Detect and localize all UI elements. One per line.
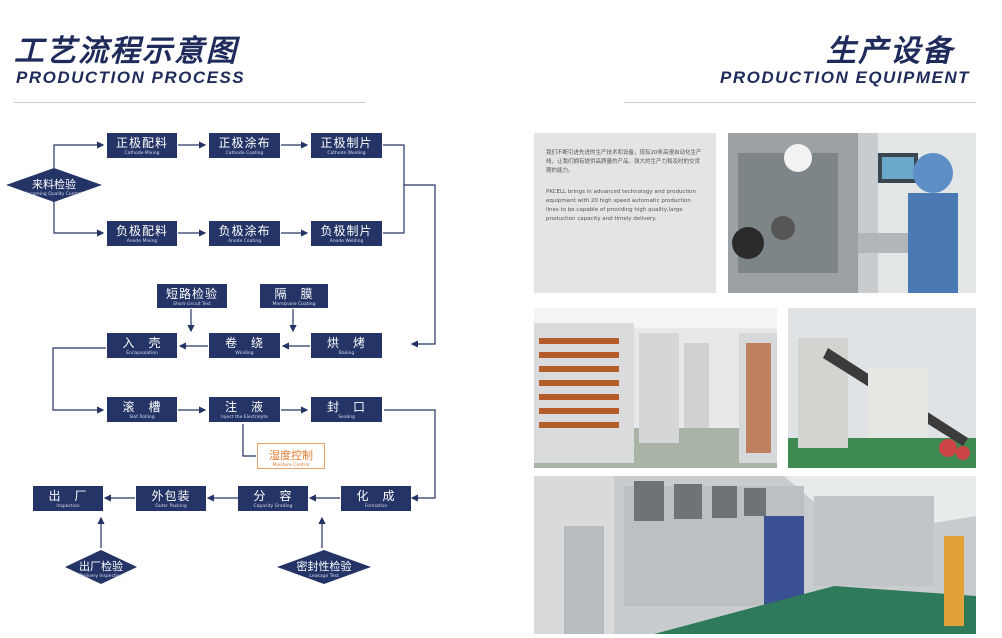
anode-welding-en: Anode Welding xyxy=(329,239,364,244)
inspection-en: Inspection xyxy=(56,504,80,509)
incoming-zh: 来料检验 xyxy=(32,178,76,191)
photo-operator-machine xyxy=(728,133,976,293)
divider xyxy=(624,102,976,103)
slot-rolling-zh: 滚 槽 xyxy=(122,400,162,414)
equipment-title-zh: 生产设备 xyxy=(826,34,954,69)
anode-coating-en: Anode Coating xyxy=(227,239,262,244)
cathode-mixing-zh: 正极配料 xyxy=(115,136,168,150)
equipment-title-en: PRODUCTION EQUIPMENT xyxy=(720,68,971,87)
encapsulation-en: Encapsulation xyxy=(126,351,158,356)
packing-en: Outer Packing xyxy=(155,504,187,509)
description-zh: 我们不断引进先进的生产技术和设备，现有20条高速自动化生产线，让我们拥有提供高质… xyxy=(546,150,702,174)
cathode-coating-zh: 正极涂布 xyxy=(218,136,271,150)
capacity-en: Capacity Grading xyxy=(253,504,293,509)
cathode-welding-zh: 正极制片 xyxy=(320,136,373,150)
cathode-coating-en: Cathode Coating xyxy=(225,151,264,156)
sealing-zh: 封 口 xyxy=(326,400,366,414)
cathode-welding-en: Cathode Welding xyxy=(327,151,366,156)
encapsulation-zh: 入 壳 xyxy=(122,336,162,350)
photo-factory-hall xyxy=(534,476,976,634)
process-title-en: PRODUCTION PROCESS xyxy=(16,68,246,87)
inject-en: Inject the Electrolyte xyxy=(221,415,268,420)
equipment-description: 我们不断引进先进的生产技术和设备，现有20条高速自动化生产线，让我们拥有提供高质… xyxy=(534,133,716,293)
leakage-en: Leakage Test xyxy=(309,574,339,579)
formation-zh: 化 成 xyxy=(356,489,396,503)
photo-coating-machine xyxy=(788,308,976,468)
incoming-en: Incoming Quality Control xyxy=(26,192,82,197)
photo-formation-cabinets xyxy=(534,308,777,468)
anode-mixing-zh: 负极配料 xyxy=(115,224,168,238)
process-title-zh: 工艺流程示意图 xyxy=(14,34,238,69)
divider xyxy=(14,102,366,103)
leakage-zh: 密封性检验 xyxy=(296,560,352,573)
delivery-zh: 出厂检验 xyxy=(79,560,123,573)
winding-zh: 卷 绕 xyxy=(224,336,264,350)
capacity-zh: 分 容 xyxy=(253,489,293,503)
formation-en: Formation xyxy=(364,504,388,509)
anode-welding-zh: 负极制片 xyxy=(320,224,373,238)
moisture-en: Moisture Control xyxy=(272,463,310,468)
inject-zh: 注 液 xyxy=(224,400,264,414)
delivery-en: Delivery Inspection xyxy=(79,574,123,579)
inspection-zh: 出 厂 xyxy=(48,489,88,503)
packing-zh: 外包装 xyxy=(151,489,191,503)
slot-rolling-en: Slot Rolling xyxy=(129,415,155,420)
baking-zh: 烘 烤 xyxy=(326,336,366,350)
membrane-en: Membrane Coating xyxy=(272,302,316,307)
anode-mixing-en: Anode Mixing xyxy=(126,239,158,244)
membrane-zh: 隔 膜 xyxy=(274,287,314,301)
short-test-zh: 短路检验 xyxy=(165,287,218,301)
moisture-zh: 湿度控制 xyxy=(269,449,313,462)
winding-en: Winding xyxy=(235,351,254,356)
flow-connectors xyxy=(52,141,436,548)
anode-coating-zh: 负极涂布 xyxy=(218,224,271,238)
baking-en: Baking xyxy=(338,351,355,356)
sealing-en: Sealing xyxy=(338,415,355,420)
description-en: PKCELL brings in advanced technology and… xyxy=(546,189,696,222)
cathode-mixing-en: Cathode Mixing xyxy=(124,151,160,156)
short-test-en: Short-circuit Test xyxy=(173,302,211,307)
